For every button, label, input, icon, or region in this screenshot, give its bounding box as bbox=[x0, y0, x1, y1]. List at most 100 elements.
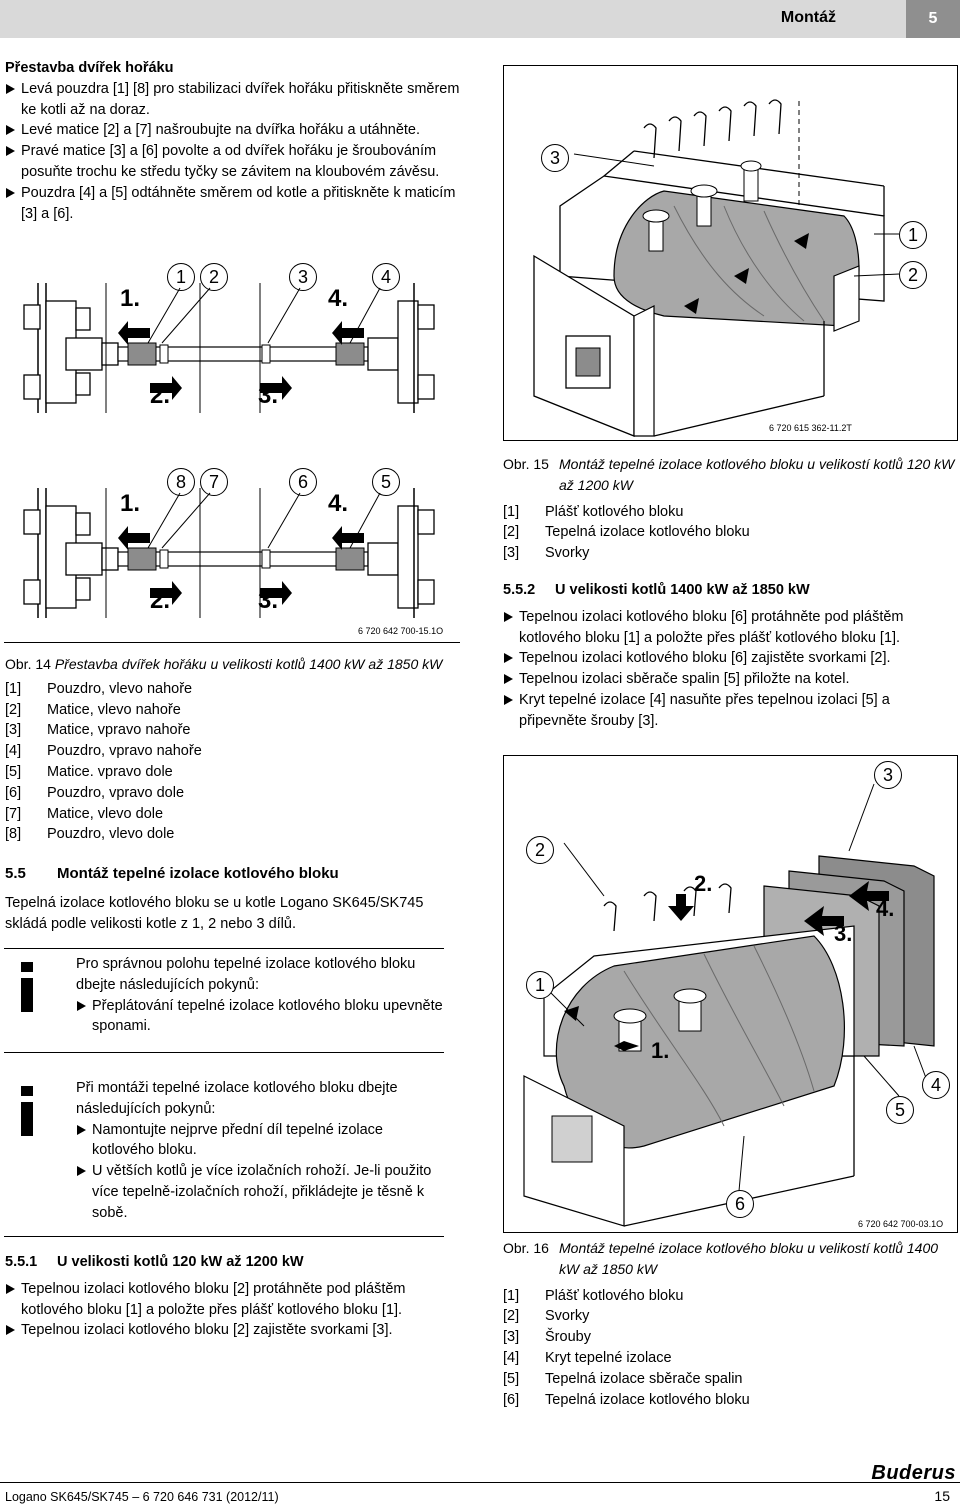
note-step: Přeplátování tepelné izolace kotlového b… bbox=[76, 996, 444, 1038]
section-title: U velikosti kotlů 1400 kW až 1850 kW bbox=[555, 582, 810, 598]
callout-circle: 2 bbox=[899, 261, 927, 289]
footer-doc-id: Logano SK645/SK745 – 6 720 646 731 (2012… bbox=[5, 1490, 279, 1504]
figure-16-code: 6 720 642 700-03.1O bbox=[858, 1219, 944, 1229]
header-bar: Montáž bbox=[0, 0, 906, 38]
section-number: 5.5.1 bbox=[5, 1254, 38, 1270]
callout-circle: 1 bbox=[167, 263, 195, 291]
legend-num: [6] bbox=[5, 784, 22, 801]
legend-num: [1] bbox=[503, 1287, 520, 1304]
legend-text: Svorky bbox=[545, 1308, 590, 1325]
figure-caption-prefix: Obr. 16 bbox=[503, 1240, 549, 1256]
buderus-logo: Buderus bbox=[871, 1462, 956, 1484]
step-label: 2. bbox=[150, 382, 171, 409]
section-title: U velikosti kotlů 120 kW až 1200 kW bbox=[57, 1254, 304, 1270]
figure-16-legend: [1]Plášť kotlového bloku [2]Svorky [3]Šr… bbox=[503, 1286, 958, 1411]
figure-15-legend: [1]Plášť kotlového bloku [2]Tepelná izol… bbox=[503, 502, 958, 564]
step-label: 4. bbox=[328, 490, 349, 517]
section-text: Tepelná izolace kotlového bloku se u kot… bbox=[5, 894, 424, 932]
legend-text: Pouzdro, vpravo dole bbox=[47, 784, 185, 801]
figure-caption: Montáž tepelné izolace kotlového bloku u… bbox=[559, 456, 955, 493]
legend-num: [5] bbox=[5, 763, 22, 780]
footer-rule bbox=[0, 1482, 960, 1483]
step: Tepelnou izolaci kotlového bloku [2] zaj… bbox=[5, 1320, 463, 1341]
info-icon bbox=[4, 954, 52, 1018]
figure-14-code: 6 720 642 700-15.1O bbox=[358, 626, 444, 636]
step: Kryt tepelné izolace [4] nasuňte přes te… bbox=[503, 690, 958, 732]
figure-15-code: 6 720 615 362-11.2T bbox=[769, 423, 852, 433]
callout-circle: 3 bbox=[289, 263, 317, 291]
callout-circle: 3 bbox=[541, 144, 569, 172]
figure-16-caption-block: Obr. 16 Montáž tepelné izolace kotlového … bbox=[503, 1238, 958, 1410]
legend-num: [1] bbox=[5, 680, 22, 697]
step-label: 1. bbox=[120, 490, 141, 517]
callout-circle: 2 bbox=[526, 836, 554, 864]
step-label: 3. bbox=[258, 382, 279, 409]
step-label: 4. bbox=[328, 285, 349, 312]
section-5-5-2: 5.5.2 U velikosti kotlů 1400 kW až 1850 k… bbox=[503, 580, 958, 732]
legend-num: [4] bbox=[5, 743, 22, 760]
legend-num: [1] bbox=[503, 503, 520, 520]
step-label: 3. bbox=[258, 587, 279, 614]
step: Tepelnou izolaci sběrače spalin [5] přil… bbox=[503, 669, 958, 690]
legend-text: Tepelná izolace sběrače spalin bbox=[545, 1370, 743, 1387]
note-step: Namontujte nejprve přední díl tepelné iz… bbox=[76, 1120, 444, 1162]
note-step: U větších kotlů je více izolačních rohož… bbox=[76, 1161, 444, 1223]
note-rule bbox=[4, 1052, 444, 1053]
note-1: Pro správnou polohu tepelné izolace kotl… bbox=[4, 948, 444, 1053]
figure-14-legend: [1]Pouzdro, vlevo nahoře [2]Matice, vlev… bbox=[5, 679, 463, 845]
section-title-burner-door: Přestavba dvířek hořáku bbox=[5, 60, 174, 76]
legend-text: Šrouby bbox=[545, 1329, 591, 1346]
legend-num: [4] bbox=[503, 1349, 520, 1366]
step-label: 1. bbox=[651, 1038, 670, 1063]
figure-rule bbox=[4, 642, 460, 643]
chapter-number: 5 bbox=[906, 0, 960, 38]
figure-14-hinge-drawing bbox=[23, 282, 435, 619]
note-2: Při montáži tepelné izolace kotlového bl… bbox=[4, 1078, 444, 1237]
legend-num: [8] bbox=[5, 826, 22, 843]
step: Pravé matice [3] a [6] povolte a od dvíř… bbox=[5, 141, 460, 183]
callout-circle: 5 bbox=[886, 1096, 914, 1124]
step-label: 4. bbox=[876, 896, 895, 921]
legend-num: [3] bbox=[503, 1329, 520, 1346]
legend-text: Matice, vlevo nahoře bbox=[47, 701, 181, 718]
note-text: Pro správnou polohu tepelné izolace kotl… bbox=[76, 956, 416, 993]
figure-16-frame: 3 2 1 5 4 6 2. 4. 3. 1. 6 720 642 700-03… bbox=[503, 755, 958, 1233]
figure-caption-prefix: Obr. 14 bbox=[5, 656, 51, 672]
section-number: 5.5.2 bbox=[503, 582, 536, 598]
step-label: 2. bbox=[694, 871, 713, 896]
callout-circle: 1 bbox=[899, 221, 927, 249]
callout-circle: 1 bbox=[526, 971, 554, 999]
legend-text: Matice. vpravo dole bbox=[47, 763, 173, 780]
step-label: 1. bbox=[120, 285, 141, 312]
legend-text: Matice, vpravo nahoře bbox=[47, 722, 191, 739]
step-label: 2. bbox=[150, 587, 171, 614]
figure-caption: Montáž tepelné izolace kotlového bloku u… bbox=[559, 1240, 939, 1277]
legend-num: [2] bbox=[5, 701, 22, 718]
step: Tepelnou izolaci kotlového bloku [6] zaj… bbox=[503, 648, 958, 669]
step: Tepelnou izolaci kotlového bloku [2] pro… bbox=[5, 1279, 463, 1321]
callout-circle: 3 bbox=[874, 761, 902, 789]
step: Levá pouzdra [1] [8] pro stabilizaci dví… bbox=[5, 79, 460, 121]
legend-text: Pouzdro, vpravo nahoře bbox=[47, 743, 202, 760]
callout-circle: 4 bbox=[372, 263, 400, 291]
legend-num: [7] bbox=[5, 805, 22, 822]
left-intro: Přestavba dvířek hořáku Levá pouzdra [1]… bbox=[5, 58, 460, 224]
note-text: Při montáži tepelné izolace kotlového bl… bbox=[76, 1080, 398, 1117]
section-number: 5.5 bbox=[5, 865, 26, 882]
figure-15-frame: 3 1 2 6 720 615 362-11.2T bbox=[503, 65, 958, 441]
callout-circle: 6 bbox=[726, 1190, 754, 1218]
figure-15-drawing bbox=[533, 99, 900, 437]
info-icon bbox=[4, 1078, 52, 1142]
step: Pouzdra [4] a [5] odtáhněte směrem od ko… bbox=[5, 183, 460, 225]
header-title: Montáž bbox=[780, 9, 836, 26]
legend-text: Svorky bbox=[545, 545, 590, 562]
note-rule bbox=[4, 948, 444, 949]
legend-num: [5] bbox=[503, 1370, 520, 1387]
callout-circle: 6 bbox=[289, 468, 317, 496]
legend-num: [3] bbox=[503, 545, 520, 562]
step: Tepelnou izolaci kotlového bloku [6] pro… bbox=[503, 607, 958, 649]
legend-num: [3] bbox=[5, 722, 22, 739]
step: Levé matice [2] a [7] našroubujte na dví… bbox=[5, 120, 460, 141]
